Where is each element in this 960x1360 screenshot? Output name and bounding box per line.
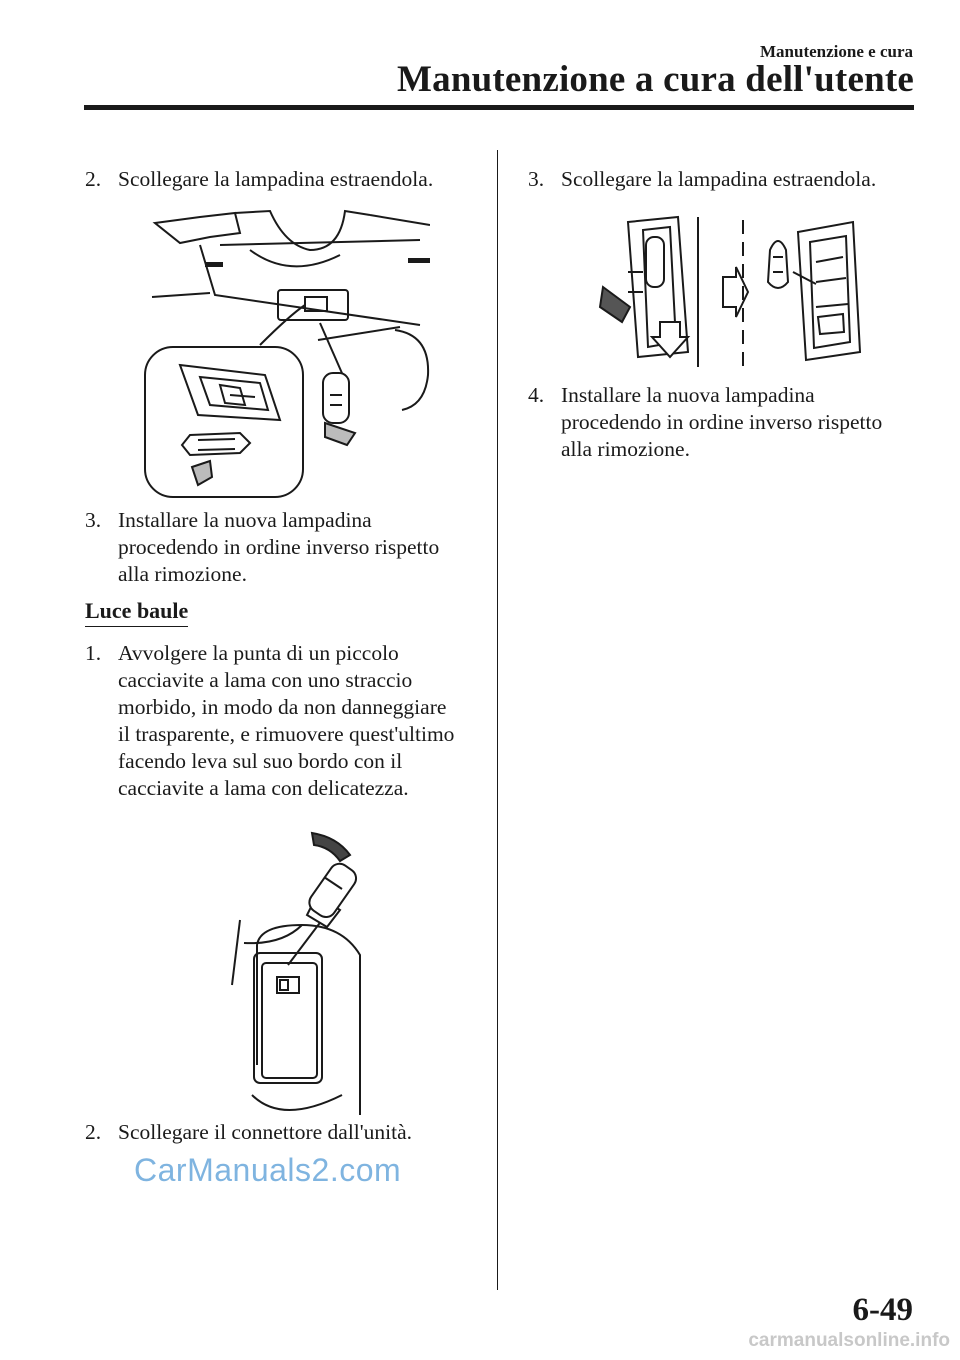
step-text-line: alla rimozione.	[561, 437, 690, 461]
section-title-trunk-light: Luce baule	[85, 598, 189, 627]
trunk-bulb-removal-figure	[598, 215, 862, 367]
header-section-label: Manutenzione e cura	[760, 42, 913, 61]
step-text: Scollegare la lampadina estraendola.	[561, 167, 877, 191]
step-text-line: cacciavite a lama con delicatezza.	[118, 776, 409, 800]
step-text-line: Installare la nuova lampadina	[561, 383, 815, 407]
overhead-lamp-figure	[144, 209, 430, 498]
step-text: Scollegare la lampadina estraendola.	[118, 167, 434, 191]
step-text-line: Installare la nuova lampadina	[118, 508, 372, 532]
step-number: 3.	[85, 508, 102, 532]
step-text-line: procedendo in ordine inverso rispetto	[118, 535, 440, 559]
step-text: Scollegare il connettore dall'unità.	[118, 1120, 413, 1144]
step-number: 3.	[528, 167, 545, 191]
trunk-light-figure	[231, 831, 361, 1115]
step-number: 2.	[85, 1120, 102, 1144]
step-text-line: il trasparente, e rimuovere quest'ultimo	[118, 722, 455, 746]
step-text-line: procedendo in ordine inverso rispetto	[561, 410, 883, 434]
step-number: 4.	[528, 383, 545, 407]
header-rule	[84, 105, 914, 110]
step-text-line: Avvolgere la punta di un piccolo	[118, 641, 399, 665]
step-text-line: morbido, in modo da non danneggiare	[118, 695, 447, 719]
step-number: 1.	[85, 641, 102, 665]
footer-url: carmanualsonline.info	[748, 1330, 950, 1351]
page-title: Manutenzione a cura dell'utente	[397, 59, 914, 100]
step-text-line: alla rimozione.	[118, 562, 247, 586]
step-number: 2.	[85, 167, 102, 191]
page-number: 6-49	[852, 1292, 914, 1328]
watermark: CarManuals2.com	[134, 1152, 402, 1188]
step-text-line: cacciavite a lama con uno straccio	[118, 668, 413, 692]
column-divider	[497, 150, 498, 1290]
step-text-line: facendo leva sul suo bordo con il	[118, 749, 403, 773]
